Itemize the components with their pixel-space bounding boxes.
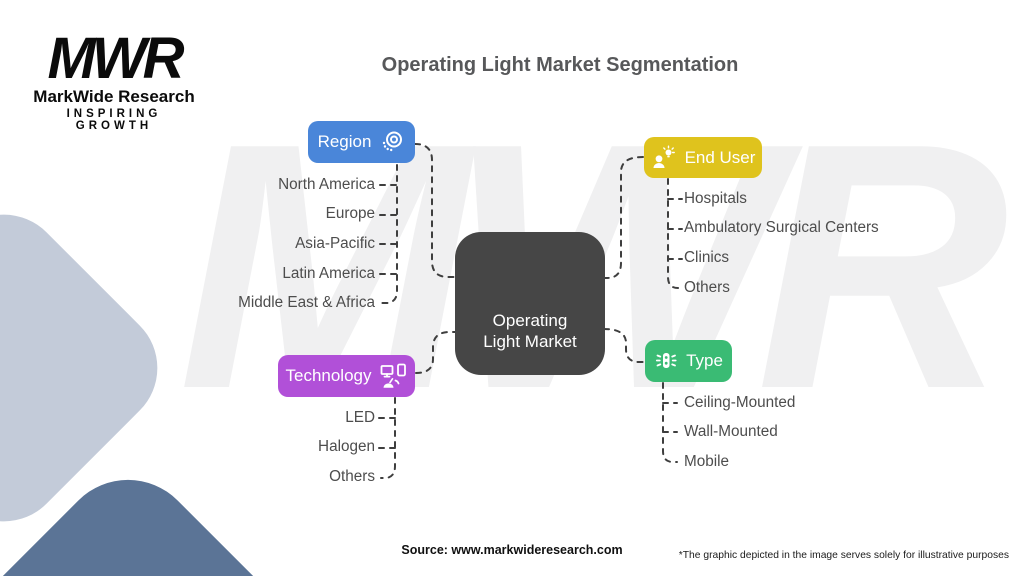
node-label-line1: Operating: [492, 310, 568, 330]
end-user-items-list: Hospitals Ambulatory Surgical Centers Cl…: [684, 184, 879, 302]
location-radar-icon: [379, 129, 405, 155]
node-label-line2: Light Market: [483, 332, 577, 352]
list-item-end-user: Hospitals: [684, 189, 747, 207]
list-item-type: Wall-Mounted: [684, 423, 778, 441]
branch-button-end-user[interactable]: End User: [644, 137, 762, 178]
branch-label-technology: Technology: [285, 366, 372, 385]
list-item-end-user: Clinics: [684, 248, 730, 266]
logo-name: MarkWide Research: [33, 87, 195, 107]
branch-button-region[interactable]: Region: [308, 121, 415, 163]
page-title: Operating Light Market Segmentation: [381, 54, 739, 76]
list-item-type: Ceiling-Mounted: [684, 393, 796, 411]
branch-label-region: Region: [317, 132, 372, 151]
technology-items-list: LED Halogen Others: [318, 403, 375, 492]
branch-button-technology[interactable]: Technology: [278, 355, 415, 397]
logo-tagline: INSPIRING GROWTH: [66, 108, 162, 133]
disclaimer-text: *The graphic depicted in the image serve…: [678, 550, 1009, 561]
list-item-region: Europe: [325, 205, 375, 223]
list-item-type: Mobile: [684, 452, 730, 470]
source-text: Source: www.markwideresearch.com: [401, 543, 623, 557]
list-item-region: Middle East & Africa: [238, 294, 375, 312]
list-item-region: Latin America: [282, 264, 375, 282]
list-item-technology: Halogen: [318, 438, 375, 456]
list-item-end-user: Ambulatory Surgical Centers: [684, 219, 879, 237]
devices-icon: [380, 363, 408, 389]
markwide-research-logo: MWR MarkWide Research INSPIRING GROWTH: [30, 26, 198, 133]
person-idea-icon: [651, 145, 677, 171]
center-node-operating-light-market: Operating Light Market: [455, 232, 605, 375]
type-items-list: Ceiling-Mounted Wall-Mounted Mobile: [684, 388, 795, 477]
region-items-list: North America Europe Asia-Pacific Latin …: [238, 170, 375, 318]
list-item-end-user: Others: [684, 278, 730, 296]
branch-button-type[interactable]: Type: [645, 340, 732, 382]
list-item-region: North America: [278, 175, 375, 193]
branch-label-type: Type: [686, 351, 723, 370]
list-item-technology: Others: [329, 467, 375, 485]
chip-glow-icon: [654, 348, 678, 374]
list-item-region: Asia-Pacific: [295, 234, 375, 252]
logo-acronym: MWR: [47, 26, 185, 91]
list-item-technology: LED: [345, 408, 375, 426]
branch-label-end-user: End User: [684, 147, 756, 167]
